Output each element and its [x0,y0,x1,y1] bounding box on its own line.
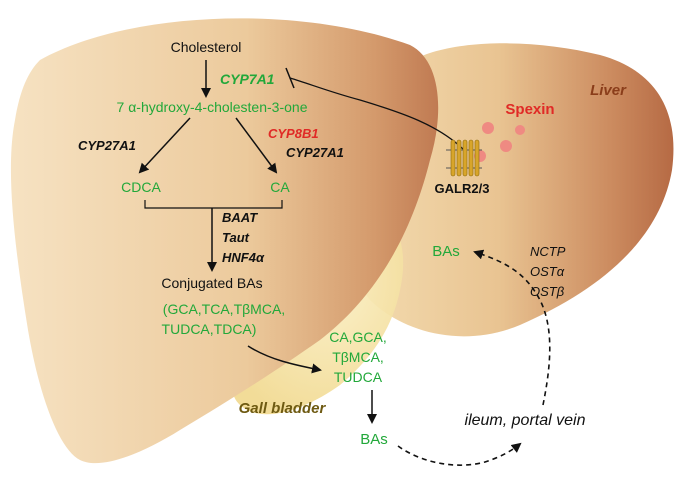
conjugated-bas-label: Conjugated BAs [161,275,262,291]
nctp-label: NCTP [530,244,566,259]
spexin-dot [515,125,525,135]
gallbladder-label: Gall bladder [239,400,327,417]
spexin-dots [474,122,525,162]
ca-arrow [235,117,278,174]
conjugated-list-line2: TUDCA,TDCA) [162,321,257,337]
baat-label: BAAT [222,210,258,225]
cdca-arrow [138,117,191,174]
cyp27a1-left-label: CYP27A1 [78,138,136,153]
galr-label: GALR2/3 [435,181,490,196]
cdca-label: CDCA [121,179,161,195]
ileum-portal-vein-label: ileum, portal vein [465,412,586,429]
liver-left-lobe [10,18,439,464]
osta-label: OSTα [530,264,565,279]
galr-receptor-icon [446,139,482,177]
merge-bracket [144,200,283,209]
gallbladder-bas-label: BAs [360,431,388,448]
cholesterol-label: Cholesterol [171,39,242,55]
gallbladder-list-line3: TUDCA [334,369,383,385]
cyp8b1-label: CYP8B1 [268,126,319,141]
spexin-dot [500,140,512,152]
liver-bas-label: BAs [432,243,460,260]
spexin-dot [482,122,494,134]
hydroxy-cholestenone-label: 7 α-hydroxy-4-cholesten-3-one [117,99,308,115]
hnf4a-label: HNF4α [222,250,265,265]
to-ileum-dashed-arrow [397,442,522,466]
gallbladder-list-line2: TβMCA, [332,349,384,365]
gallbladder-list-line1: CA,GCA, [329,329,387,345]
inhibition-line [289,77,467,153]
taut-label: Taut [222,230,250,245]
conjugated-list-line1: (GCA,TCA,TβMCA, [163,301,285,317]
return-to-liver-dashed-arrow [473,249,551,406]
liver-label: Liver [590,82,627,99]
cyp27a1-right-label: CYP27A1 [286,145,344,160]
spexin-label: Spexin [505,101,554,118]
inhibition-bar [285,67,295,89]
ostb-label: OSTβ [530,284,565,299]
to-gallbladder-arrow [247,345,322,374]
ca-label: CA [270,179,290,195]
cyp7a1-label: CYP7A1 [220,71,275,87]
